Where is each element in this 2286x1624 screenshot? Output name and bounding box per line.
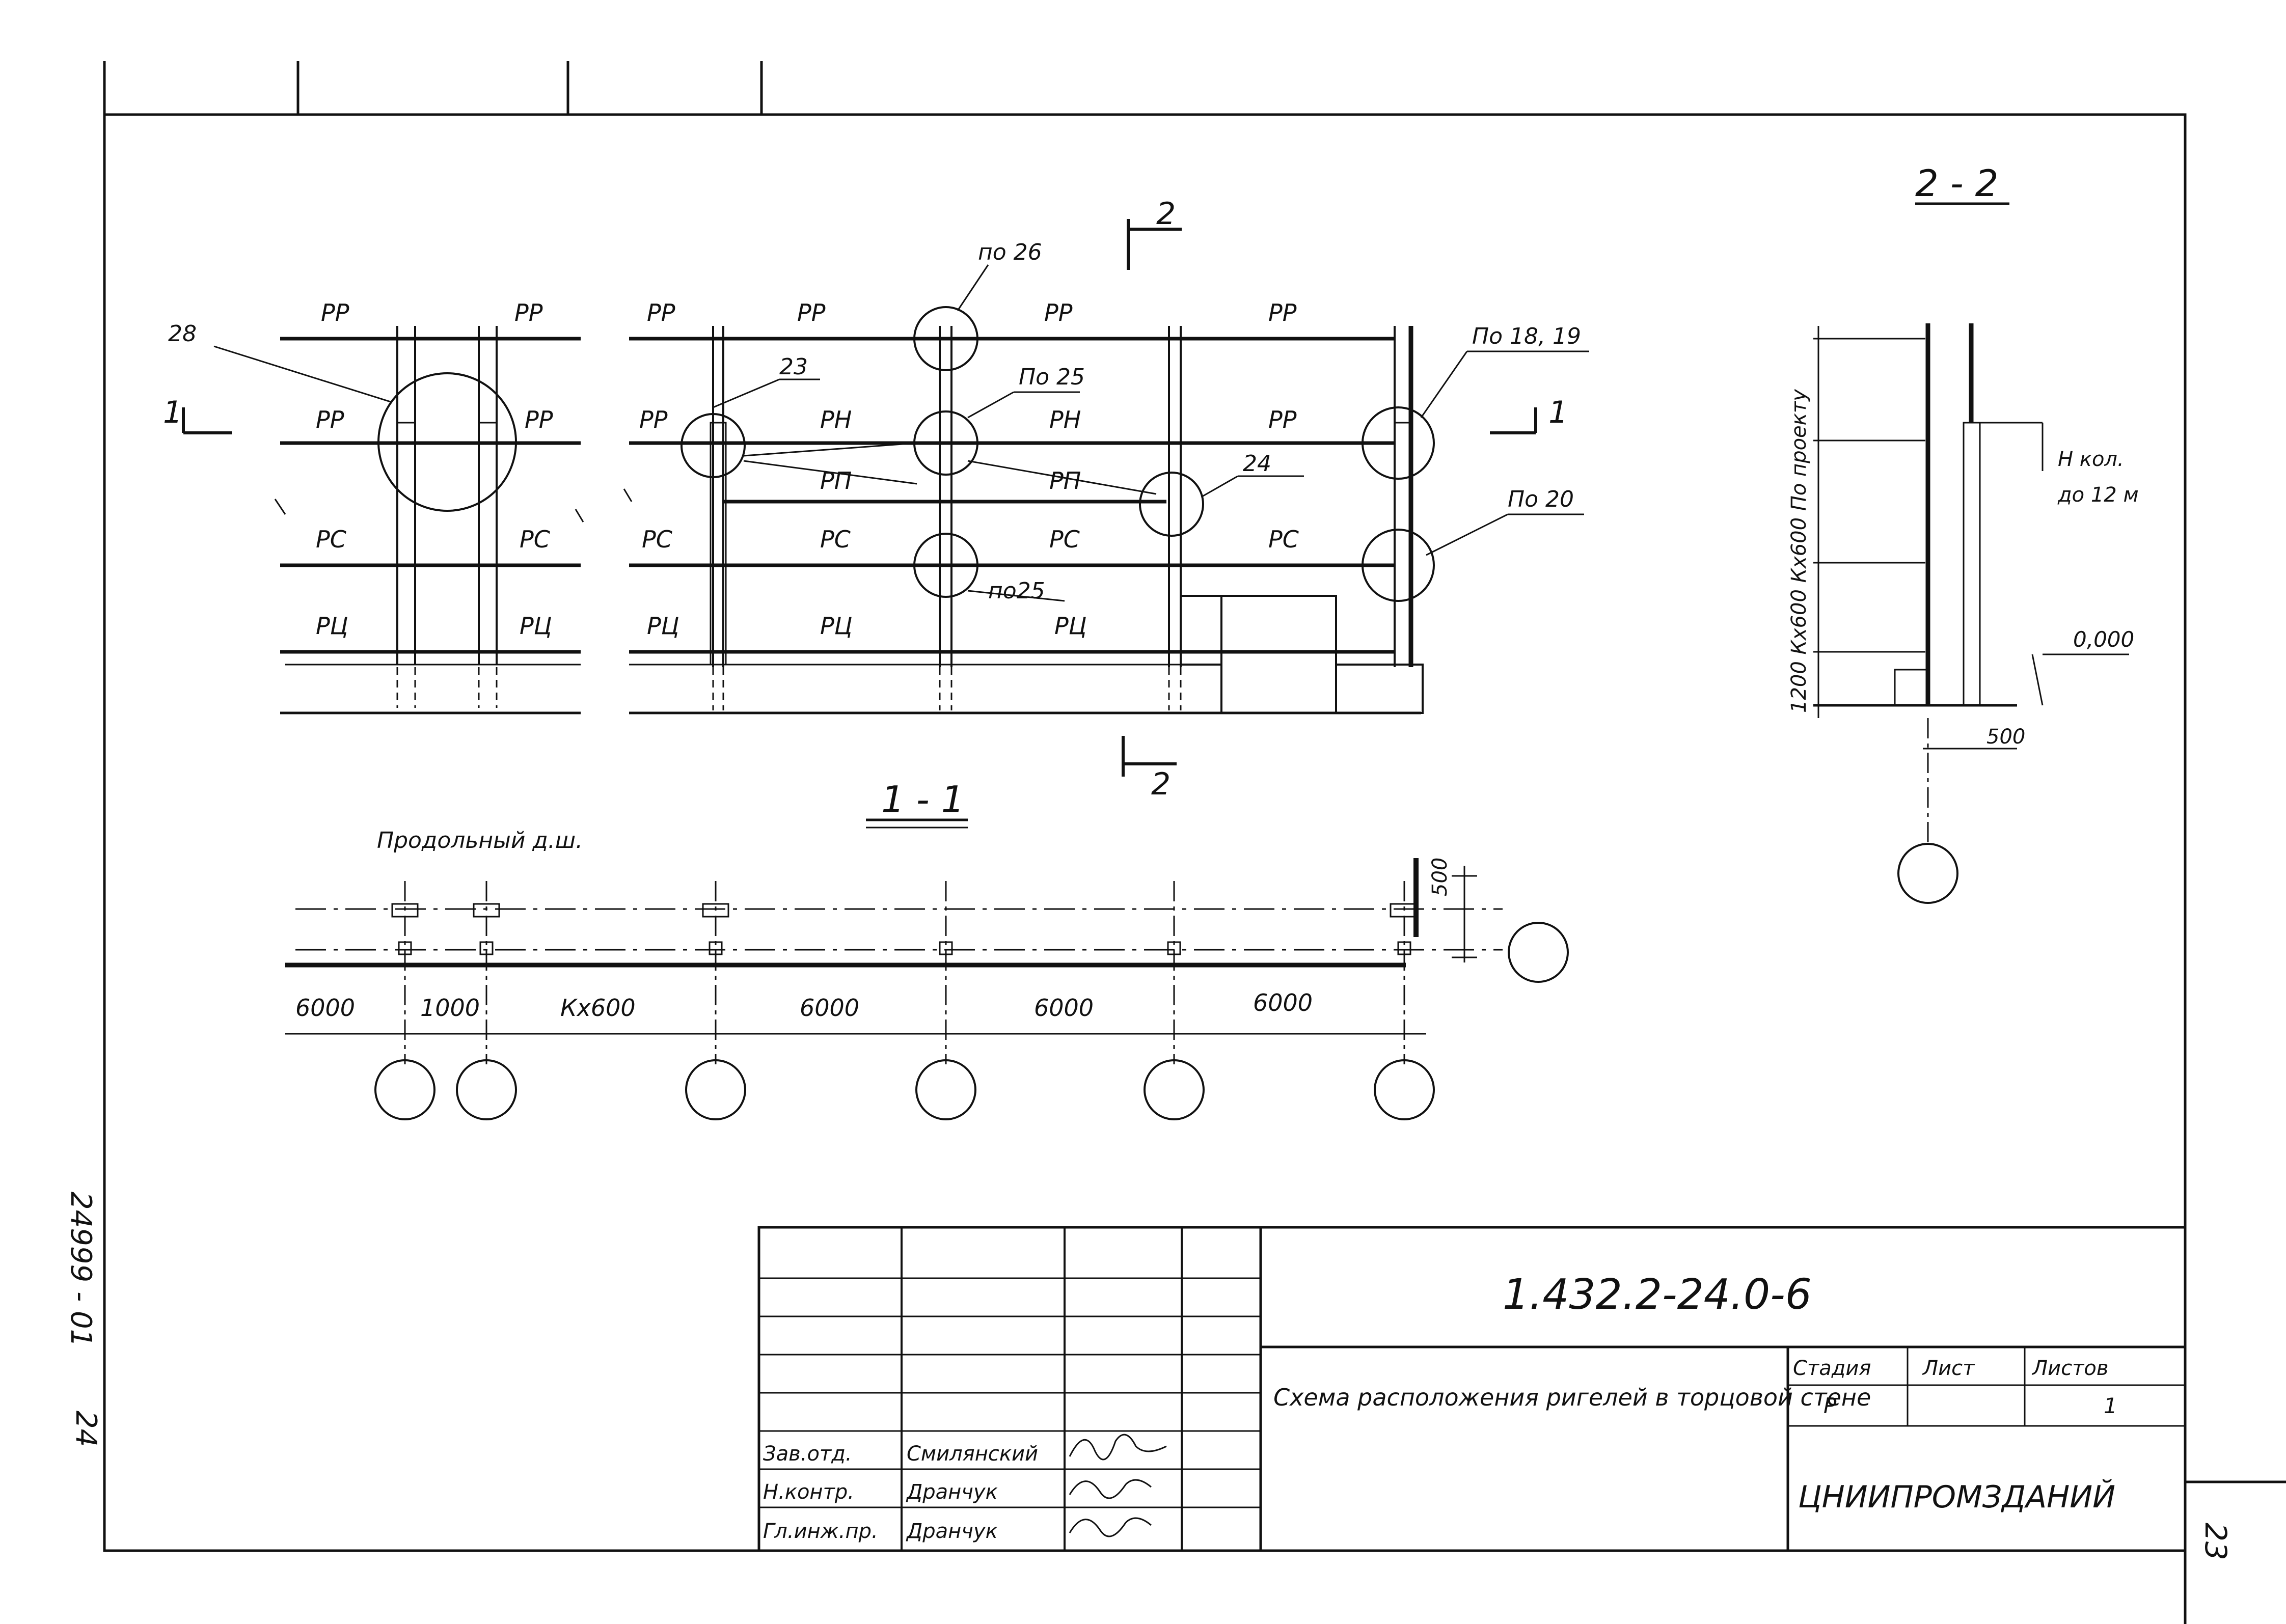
dimension-value: 1000 [420, 994, 480, 1022]
section-mark-number: 1 [1548, 395, 1568, 430]
panel-label: РС [316, 526, 346, 553]
panel-label: РР [1044, 299, 1073, 326]
panel-label: РР [525, 406, 553, 433]
value-stage: Р [1824, 1393, 1837, 1418]
panel-label: РР [514, 299, 543, 326]
panel-label: РП [1049, 467, 1081, 494]
section-mark-labels: 1 1 2 2 [163, 196, 1568, 802]
elevation-right [274, 264, 1589, 714]
signature-name: Дранчук [906, 1520, 998, 1543]
signature-scribbles [1069, 1434, 1167, 1537]
signature-rows: Зав.отд. Смилянский Н.контр. Дранчук Гл.… [763, 1442, 1038, 1543]
panel-label: РР [316, 406, 344, 433]
elevation-left [213, 326, 581, 714]
section-2-2 [1813, 202, 2129, 904]
inventory-number: 24999 - 01 [64, 1192, 97, 1347]
dimension-value: Кх600 [560, 994, 636, 1022]
elevation-callouts: 28 23 по 26 По 25 24 по25 По 18, 19 По 2… [168, 239, 1581, 604]
left-sheet-number: 24 [69, 1411, 102, 1447]
value-sheets: 1 [2104, 1393, 2117, 1418]
callout-label: По 20 [1508, 486, 1574, 512]
section-2-2-h-col: Н кол. [2058, 448, 2124, 471]
callout-label: 23 [779, 354, 808, 380]
panel-label: РР [1268, 406, 1297, 433]
panel-label: РС [1049, 526, 1080, 553]
section-1-1-note: Продольный д.ш. [377, 828, 583, 854]
dimension-value: 6000 [1253, 989, 1313, 1016]
callout-label: по25 [988, 578, 1045, 604]
panel-label: РЦ [820, 612, 852, 640]
dimension-value: 6000 [800, 994, 859, 1022]
panel-label: РР [647, 299, 675, 326]
panel-label: РР [321, 299, 349, 326]
panel-label: РС [820, 526, 851, 553]
dimension-value: 6000 [1034, 994, 1094, 1022]
signature-role: Зав.отд. [763, 1442, 852, 1466]
drawing-description: Схема расположения ригелей в торцовой ст… [1273, 1384, 1871, 1411]
header-stage: Стадия [1793, 1357, 1871, 1380]
callout-label: 28 [168, 321, 197, 347]
document-code: 1.432.2-24.0-6 [1503, 1271, 1812, 1319]
signature-role: Н.контр. [763, 1480, 854, 1504]
panel-label: РС [520, 526, 550, 553]
header-sheet: Лист [1922, 1357, 1975, 1380]
header-sheets: Листов [2031, 1357, 2108, 1380]
panel-label: РР [639, 406, 668, 433]
dimension-value: 6000 [295, 994, 355, 1022]
panel-label: РЦ [316, 612, 348, 640]
panel-label: РН [1049, 406, 1081, 433]
panel-label: РП [820, 467, 852, 494]
section-1-1-dimensions: 6000 1000 Кх600 6000 6000 6000 [295, 989, 1313, 1022]
panel-label: РЦ [520, 612, 552, 640]
callout-label: 24 [1243, 451, 1271, 477]
section-1-1-title: 1 - 1 [881, 778, 964, 821]
section-2-2-h-col-note: до 12 м [2057, 483, 2139, 507]
organization-name: ЦНИИПРОМЗДАНИЙ [1798, 1479, 2115, 1515]
panel-label: РР [797, 299, 826, 326]
panel-label: РС [642, 526, 672, 553]
section-2-2-vertical-dims: 1200 Кх600 Кх600 По проекту [1787, 389, 1811, 713]
section-1-1 [285, 818, 1569, 1120]
panel-label: РР [1268, 299, 1297, 326]
panel-label: РЦ [647, 612, 679, 640]
section-2-2-offset: 500 [1986, 725, 2025, 749]
callout-label: по 26 [978, 239, 1042, 265]
panel-label: РЦ [1054, 612, 1086, 640]
page-number: 23 [2198, 1523, 2233, 1560]
title-block [757, 1226, 2187, 1552]
section-2-2-level: 0,000 [2073, 627, 2134, 652]
elevation-labels: РР РР РР РР РР РР РР РР РР РН РН РР РП Р… [316, 299, 1299, 640]
signature-role: Гл.инж.пр. [763, 1520, 878, 1543]
callout-label: По 25 [1019, 364, 1085, 390]
signature-name: Смилянский [907, 1442, 1038, 1466]
callout-label: По 18, 19 [1472, 323, 1581, 349]
section-1-1-dim-500: 500 [1428, 858, 1452, 896]
section-2-2-title: 2 - 2 [1915, 162, 1998, 205]
signature-name: Дранчук [906, 1480, 998, 1504]
section-mark-number: 2 [1156, 196, 1176, 232]
panel-label: РС [1268, 526, 1299, 553]
panel-label: РН [820, 406, 852, 433]
section-mark-number: 2 [1151, 766, 1171, 802]
section-marks [182, 219, 1537, 777]
section-mark-number: 1 [163, 395, 182, 430]
